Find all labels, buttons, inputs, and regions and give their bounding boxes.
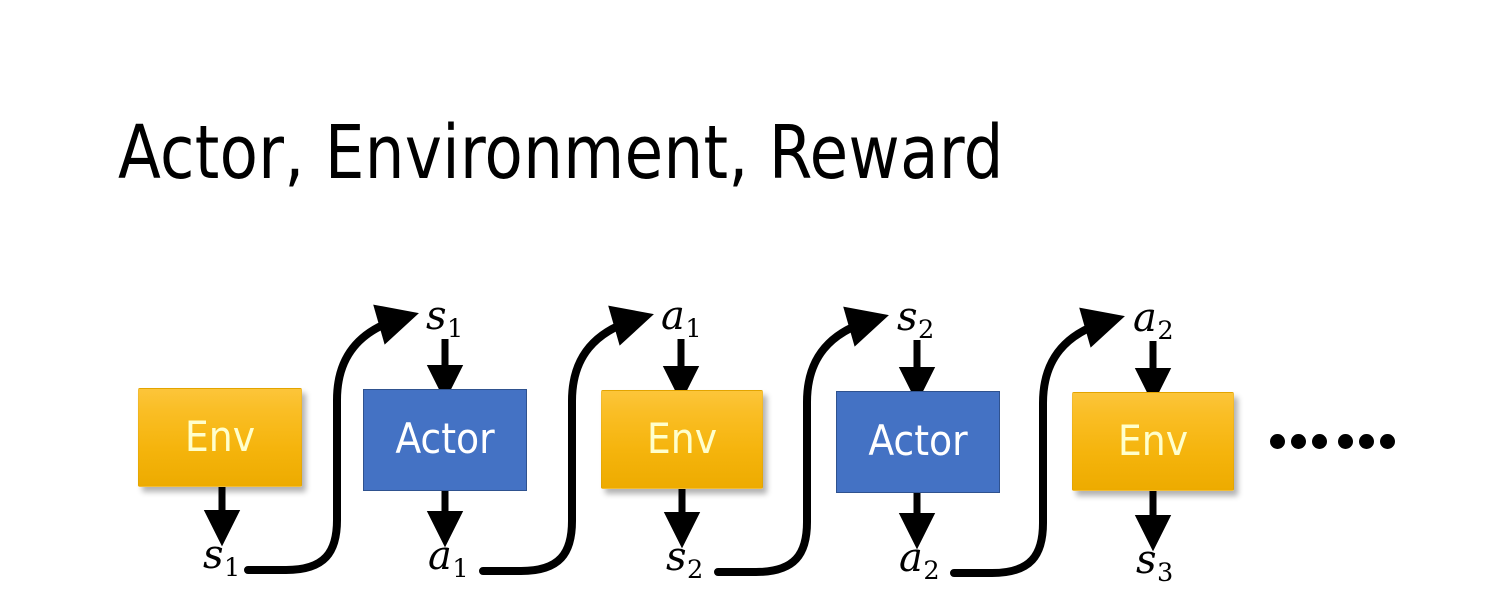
ellipsis-dot <box>1359 434 1374 449</box>
math-label-base: s <box>1136 537 1157 583</box>
ellipsis-dot <box>1270 434 1285 449</box>
node-box-env1: Env <box>138 388 302 487</box>
math-label-base: a <box>661 293 685 339</box>
math-label-bot-s2: s2 <box>666 537 703 583</box>
math-label-bot-s1: s1 <box>203 535 240 581</box>
math-label-base: s <box>203 532 224 578</box>
math-label-top-s2: s2 <box>897 297 934 343</box>
curved-connector-group <box>244 304 1125 577</box>
math-label-base: a <box>428 533 452 579</box>
ellipsis-dot <box>1312 434 1327 449</box>
math-label-base: s <box>426 293 447 339</box>
math-label-bot-a2: a2 <box>899 538 940 584</box>
node-box-label: Actor <box>395 414 495 463</box>
math-label-subscript: 1 <box>224 552 241 583</box>
node-box-actor1: Actor <box>363 389 527 491</box>
math-label-subscript: 2 <box>923 555 940 586</box>
math-label-base: s <box>897 294 918 340</box>
math-label-top-a2: a2 <box>1133 298 1174 344</box>
ellipsis-dot <box>1380 434 1395 449</box>
math-label-subscript: 3 <box>1157 557 1174 588</box>
curve-s1 <box>244 304 419 574</box>
math-label-top-a1: a1 <box>661 296 702 342</box>
node-box-label: Env <box>1117 415 1189 465</box>
page-title: Actor, Environment, Reward <box>118 110 1004 196</box>
node-box-env3: Env <box>1072 392 1234 491</box>
node-box-label: Env <box>646 413 718 463</box>
math-label-bot-s3: s3 <box>1136 540 1173 586</box>
math-label-subscript: 2 <box>1157 315 1174 346</box>
curve-a2 <box>950 307 1125 577</box>
math-label-bot-a1: a1 <box>428 536 469 582</box>
curve-s2 <box>714 306 889 576</box>
math-label-subscript: 1 <box>685 313 702 344</box>
math-label-subscript: 1 <box>452 553 469 584</box>
math-label-base: s <box>666 534 687 580</box>
math-label-base: a <box>1133 295 1157 341</box>
math-label-top-s1: s1 <box>426 296 463 342</box>
math-label-subscript: 2 <box>687 554 704 585</box>
down-arrow-group <box>203 339 1172 552</box>
node-box-actor2: Actor <box>836 391 1000 493</box>
node-box-label: Env <box>184 411 256 461</box>
ellipsis-dot <box>1338 434 1353 449</box>
curve-a1 <box>479 305 654 575</box>
node-box-label: Actor <box>868 416 968 465</box>
math-label-subscript: 2 <box>918 314 935 345</box>
math-label-subscript: 1 <box>447 313 464 344</box>
trailing-ellipsis <box>1270 434 1395 449</box>
ellipsis-dot <box>1291 434 1306 449</box>
math-label-base: a <box>899 535 923 581</box>
node-box-env2: Env <box>601 390 763 489</box>
